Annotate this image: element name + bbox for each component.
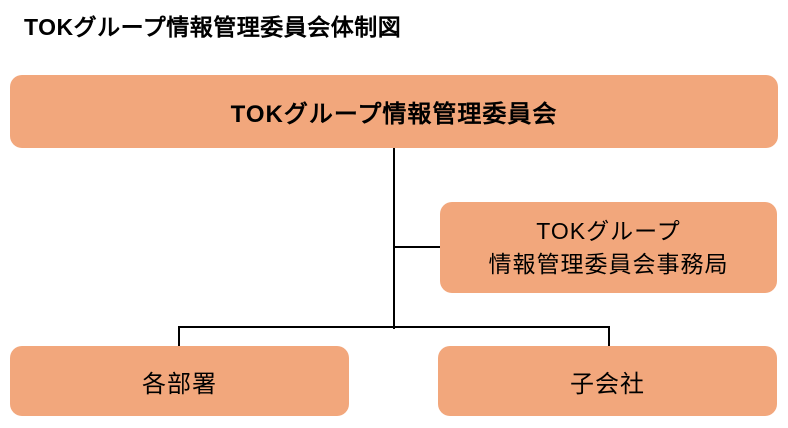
node-office-label-line2: 情報管理委員会事務局 <box>488 250 729 277</box>
connector-drop-subsidiaries <box>608 326 610 347</box>
node-departments: 各部署 <box>10 346 349 416</box>
node-office-label-line1: TOKグループ <box>536 218 681 245</box>
node-committee-label: TOKグループ情報管理委員会 <box>230 101 558 128</box>
diagram-title: TOKグループ情報管理委員会体制図 <box>24 14 402 40</box>
connector-horizontal-bottom <box>178 326 610 328</box>
node-subsidiaries-label: 子会社 <box>570 370 645 398</box>
connector-drop-departments <box>178 326 180 347</box>
node-subsidiaries: 子会社 <box>438 346 777 416</box>
node-committee: TOKグループ情報管理委員会 <box>10 75 778 148</box>
connector-vertical-main <box>393 148 395 329</box>
connector-branch-to-office <box>394 246 440 248</box>
node-departments-label: 各部署 <box>142 370 217 398</box>
node-office: TOKグループ 情報管理委員会事務局 <box>440 202 777 293</box>
